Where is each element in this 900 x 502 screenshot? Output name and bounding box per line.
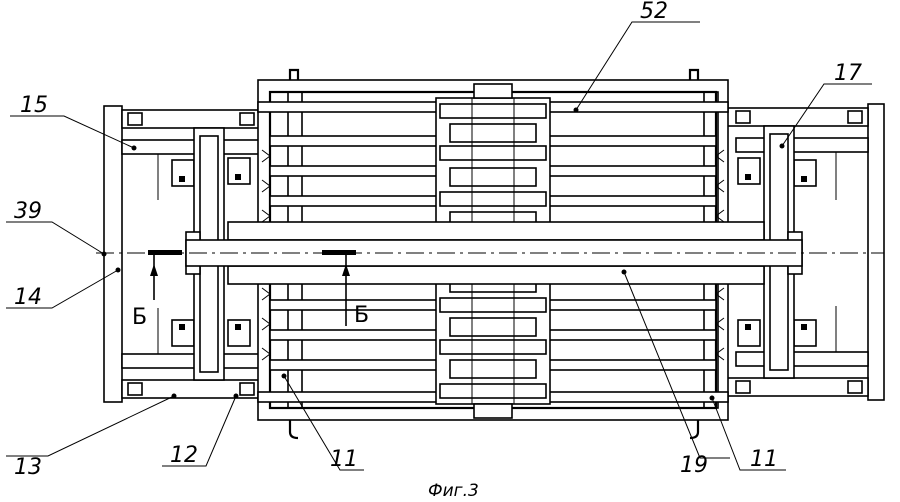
section-letter-left: Б xyxy=(132,305,147,330)
label-19: 19 xyxy=(680,453,708,478)
label-17: 17 xyxy=(834,61,862,86)
label-12: 12 xyxy=(170,443,198,468)
left-brackets xyxy=(171,157,251,347)
label-15: 15 xyxy=(20,93,48,118)
section-markers xyxy=(148,250,356,326)
post-ticks xyxy=(261,149,725,361)
leader-lines xyxy=(6,21,872,471)
label-52: 52 xyxy=(640,0,668,24)
figure-caption: Фиг.3 xyxy=(428,481,479,501)
label-11-right: 11 xyxy=(750,447,778,472)
main-shaft xyxy=(96,221,884,285)
label-11-left: 11 xyxy=(330,447,358,472)
left-end-plate xyxy=(103,105,123,403)
right-end-plate xyxy=(867,103,885,401)
label-13: 13 xyxy=(14,455,42,480)
right-brackets xyxy=(737,157,817,347)
rail-bolts xyxy=(127,110,863,396)
section-letter-right: Б xyxy=(354,303,369,328)
label-14: 14 xyxy=(14,285,42,310)
label-39: 39 xyxy=(14,199,42,224)
